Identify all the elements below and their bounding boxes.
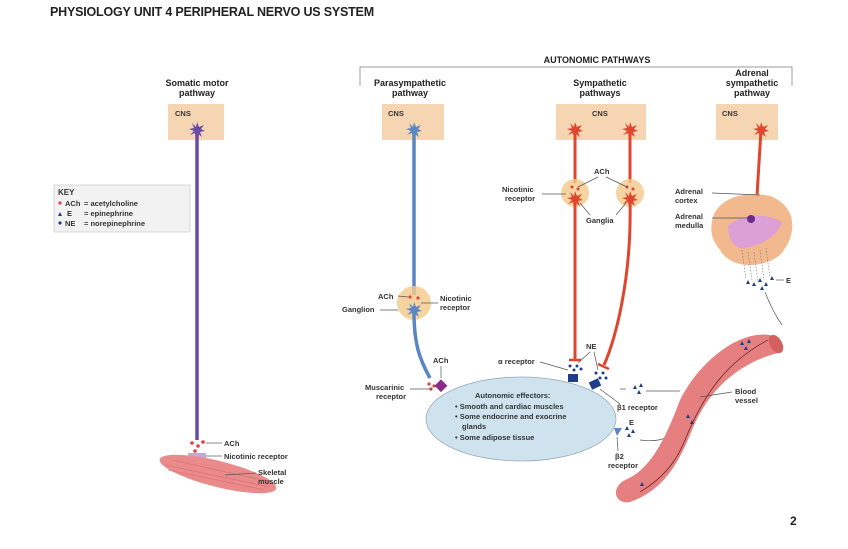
sympathetic-cns-label: CNS (592, 109, 608, 118)
adrenal-cns-box (716, 104, 778, 140)
sympathetic-nicotinic-label-2: receptor (505, 194, 535, 203)
sympathetic-ach-label: ACh (594, 167, 610, 176)
effector-item: • Some endocrine and exocrine (455, 412, 566, 421)
blood-vessel-label-2: vessel (735, 396, 758, 405)
ganglion-label: Ganglion (342, 305, 375, 314)
skeletal-muscle-label-2: muscle (258, 477, 284, 486)
somatic-title: Somatic motor (165, 78, 229, 88)
parasympathetic-title-2: pathway (392, 88, 428, 98)
epinephrine-triangle-icon (58, 212, 62, 216)
adrenal-cortex-label-2: cortex (675, 196, 698, 205)
ne-dot-icon (58, 221, 62, 225)
key-e-symbol: E (67, 209, 72, 218)
adrenal-title-3: pathway (734, 88, 770, 98)
autonomic-bracket (359, 66, 793, 86)
somatic-ach-label: ACh (224, 439, 240, 448)
slide-title: PHYSIOLOGY UNIT 4 PERIPHERAL NERVO US SY… (50, 5, 374, 19)
autonomic-header: AUTONOMIC PATHWAYS (544, 55, 651, 65)
adrenal-epinephrine-label: E (786, 276, 791, 285)
adrenal-medulla-label: Adrenal (675, 212, 703, 221)
adrenal-title: Adrenal (735, 68, 769, 78)
blood-vessel (615, 334, 782, 503)
ne-label: NE (586, 342, 596, 351)
adrenal-cortex-label: Adrenal (675, 187, 703, 196)
sympathetic-title: Sympathetic (573, 78, 627, 88)
skeletal-muscle-label: Skeletal (258, 468, 286, 477)
sympathetic-postganglionic-axon-2 (602, 198, 632, 366)
adrenal-medulla-label-2: medulla (675, 221, 704, 230)
parasympathetic-ach-label: ACh (378, 292, 394, 301)
somatic-title-2: pathway (179, 88, 215, 98)
key-ach-symbol: ACh (65, 199, 81, 208)
sympathetic-title-2: pathways (579, 88, 620, 98)
ganglia-label: Ganglia (586, 216, 614, 225)
muscarinic-receptor-shape (434, 379, 448, 393)
page-number: 2 (790, 514, 797, 528)
effector-item: glands (462, 422, 486, 431)
key-e-meaning: = epinephrine (84, 209, 133, 218)
blood-vessel-label: Blood (735, 387, 757, 396)
parasympathetic-nicotinic-label: Nicotinic (440, 294, 472, 303)
parasympathetic-cns-label: CNS (388, 109, 404, 118)
parasympathetic-title: Parasympathetic (374, 78, 446, 88)
beta1-receptor-label: β1 receptor (617, 403, 658, 412)
beta2-receptor-shape (614, 428, 622, 436)
somatic-nicotinic-label: Nicotinic receptor (224, 452, 288, 461)
sympathetic-nicotinic-label: Nicotinic (502, 185, 534, 194)
alpha-receptor-shape (568, 374, 578, 382)
parasympathetic-nicotinic-label-2: receptor (440, 303, 470, 312)
key-ach-meaning: = acetylcholine (84, 199, 138, 208)
somatic-synapse (188, 440, 206, 459)
somatic-cns-label: CNS (175, 109, 191, 118)
key-title: KEY (58, 188, 75, 197)
effectors-title: Autonomic effectors: (475, 391, 550, 400)
beta2-receptor-label-2: receptor (608, 461, 638, 470)
effector-item: • Smooth and cardiac muscles (455, 402, 564, 411)
epinephrine-label-effector: E (629, 418, 634, 427)
skeletal-muscle-shape (159, 454, 277, 494)
adrenal-title-2: sympathetic (726, 78, 779, 88)
parasympathetic-postganglionic-axon (412, 311, 432, 379)
autonomic-effectors-ellipse (425, 376, 617, 462)
effector-item: • Some adipose tissue (455, 433, 534, 442)
parasympathetic-effector-ach-label: ACh (433, 356, 449, 365)
adrenal-gland-medulla (728, 215, 782, 249)
beta2-receptor-label: β2 (615, 452, 624, 461)
key-ne-symbol: NE (65, 219, 75, 228)
beta1-receptor-shape (588, 378, 602, 390)
muscarinic-receptor-label-2: receptor (376, 392, 406, 401)
key-ne-meaning: = norepinephrine (84, 219, 145, 228)
alpha-receptor-label: α receptor (498, 357, 535, 366)
ach-dot-icon (58, 201, 62, 205)
adrenal-cns-label: CNS (722, 109, 738, 118)
muscarinic-receptor-label: Muscarinic (365, 383, 404, 392)
key-legend: KEY ACh = acetylcholine E = epinephrine … (53, 184, 191, 233)
